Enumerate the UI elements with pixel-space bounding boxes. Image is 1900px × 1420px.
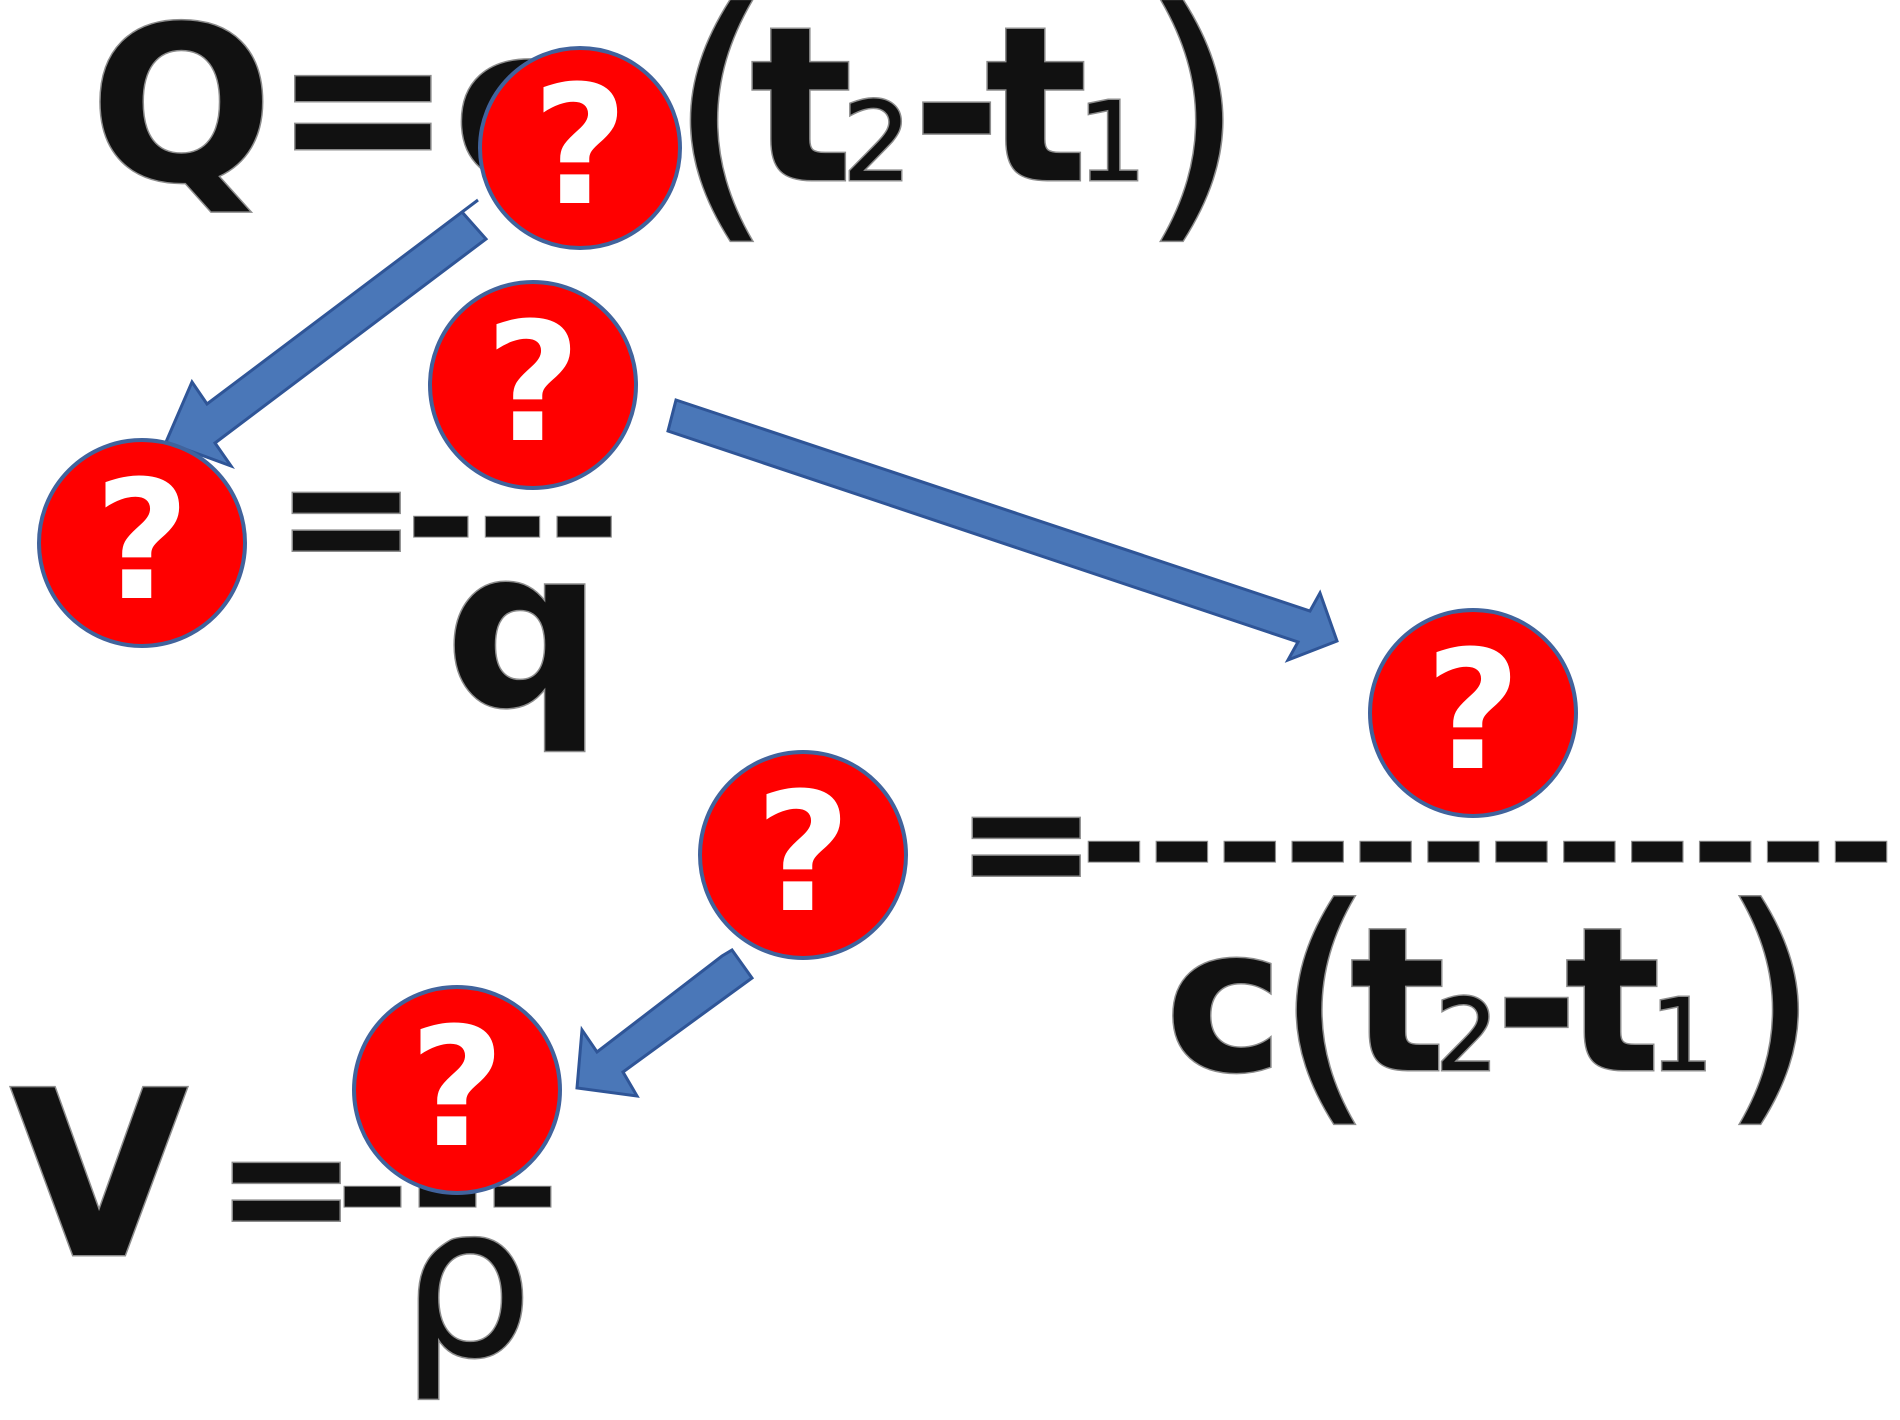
question-badge-circle (428, 280, 638, 490)
formula-top-paren-close: ) (1140, 0, 1245, 269)
question-badge: ? (1368, 608, 1578, 818)
formula-right-minus: - (1495, 885, 1578, 1118)
formula-top-paren-open: ( (668, 0, 773, 269)
formula-middle-denominator: q (445, 501, 602, 757)
formula-right: = ------------ c ( t 2 - t 1 ) (954, 742, 1897, 1153)
formula-right-paren-open: ( (1275, 854, 1375, 1151)
question-badge-circle (478, 46, 682, 250)
question-mark-icon: ? (409, 992, 505, 1184)
question-badge-circle (352, 985, 562, 1195)
question-badge-circle (698, 750, 908, 960)
formula-bottom-eq: = (215, 1088, 357, 1286)
question-mark-icon: ? (1425, 615, 1521, 807)
formula-right-paren-close: ) (1720, 854, 1820, 1151)
formula-right-t2: t (1350, 885, 1446, 1118)
formula-middle-eq: = (275, 418, 417, 616)
formula-right-eq: = (955, 743, 1097, 941)
formula-top-t1: t (985, 0, 1088, 231)
formula-right-sub2: 2 (1435, 977, 1499, 1094)
formula-top-sub2: 2 (842, 78, 912, 206)
formula-right-t1: t (1565, 885, 1661, 1118)
question-mark-icon: ? (755, 757, 851, 949)
formula-bottom-lhs: V (10, 1043, 188, 1310)
question-mark-icon: ? (485, 287, 581, 479)
question-badge-circle (37, 438, 247, 648)
arrow-right-down-icon (666, 398, 1339, 663)
formula-bottom-denominator: ρ (400, 1160, 533, 1405)
question-mark-icon: ? (532, 50, 628, 242)
question-badge: ? (352, 985, 562, 1195)
question-mark-icon: ? (94, 445, 190, 637)
formula-top-minus: - (912, 0, 1001, 231)
formula-right-denominator-c: c (1165, 885, 1284, 1118)
formula-top-t2: t (750, 0, 853, 231)
arrows (163, 198, 1339, 1098)
question-badge: ? (37, 438, 247, 648)
question-badge-circle (1368, 608, 1578, 818)
arrow-left-down-icon (575, 948, 755, 1098)
formula-top-sub1: 1 (1077, 78, 1147, 206)
question-badge: ? (428, 280, 638, 490)
question-badge: ? (478, 46, 682, 250)
question-badge: ? (698, 750, 908, 960)
formula-right-sub1: 1 (1650, 977, 1714, 1094)
